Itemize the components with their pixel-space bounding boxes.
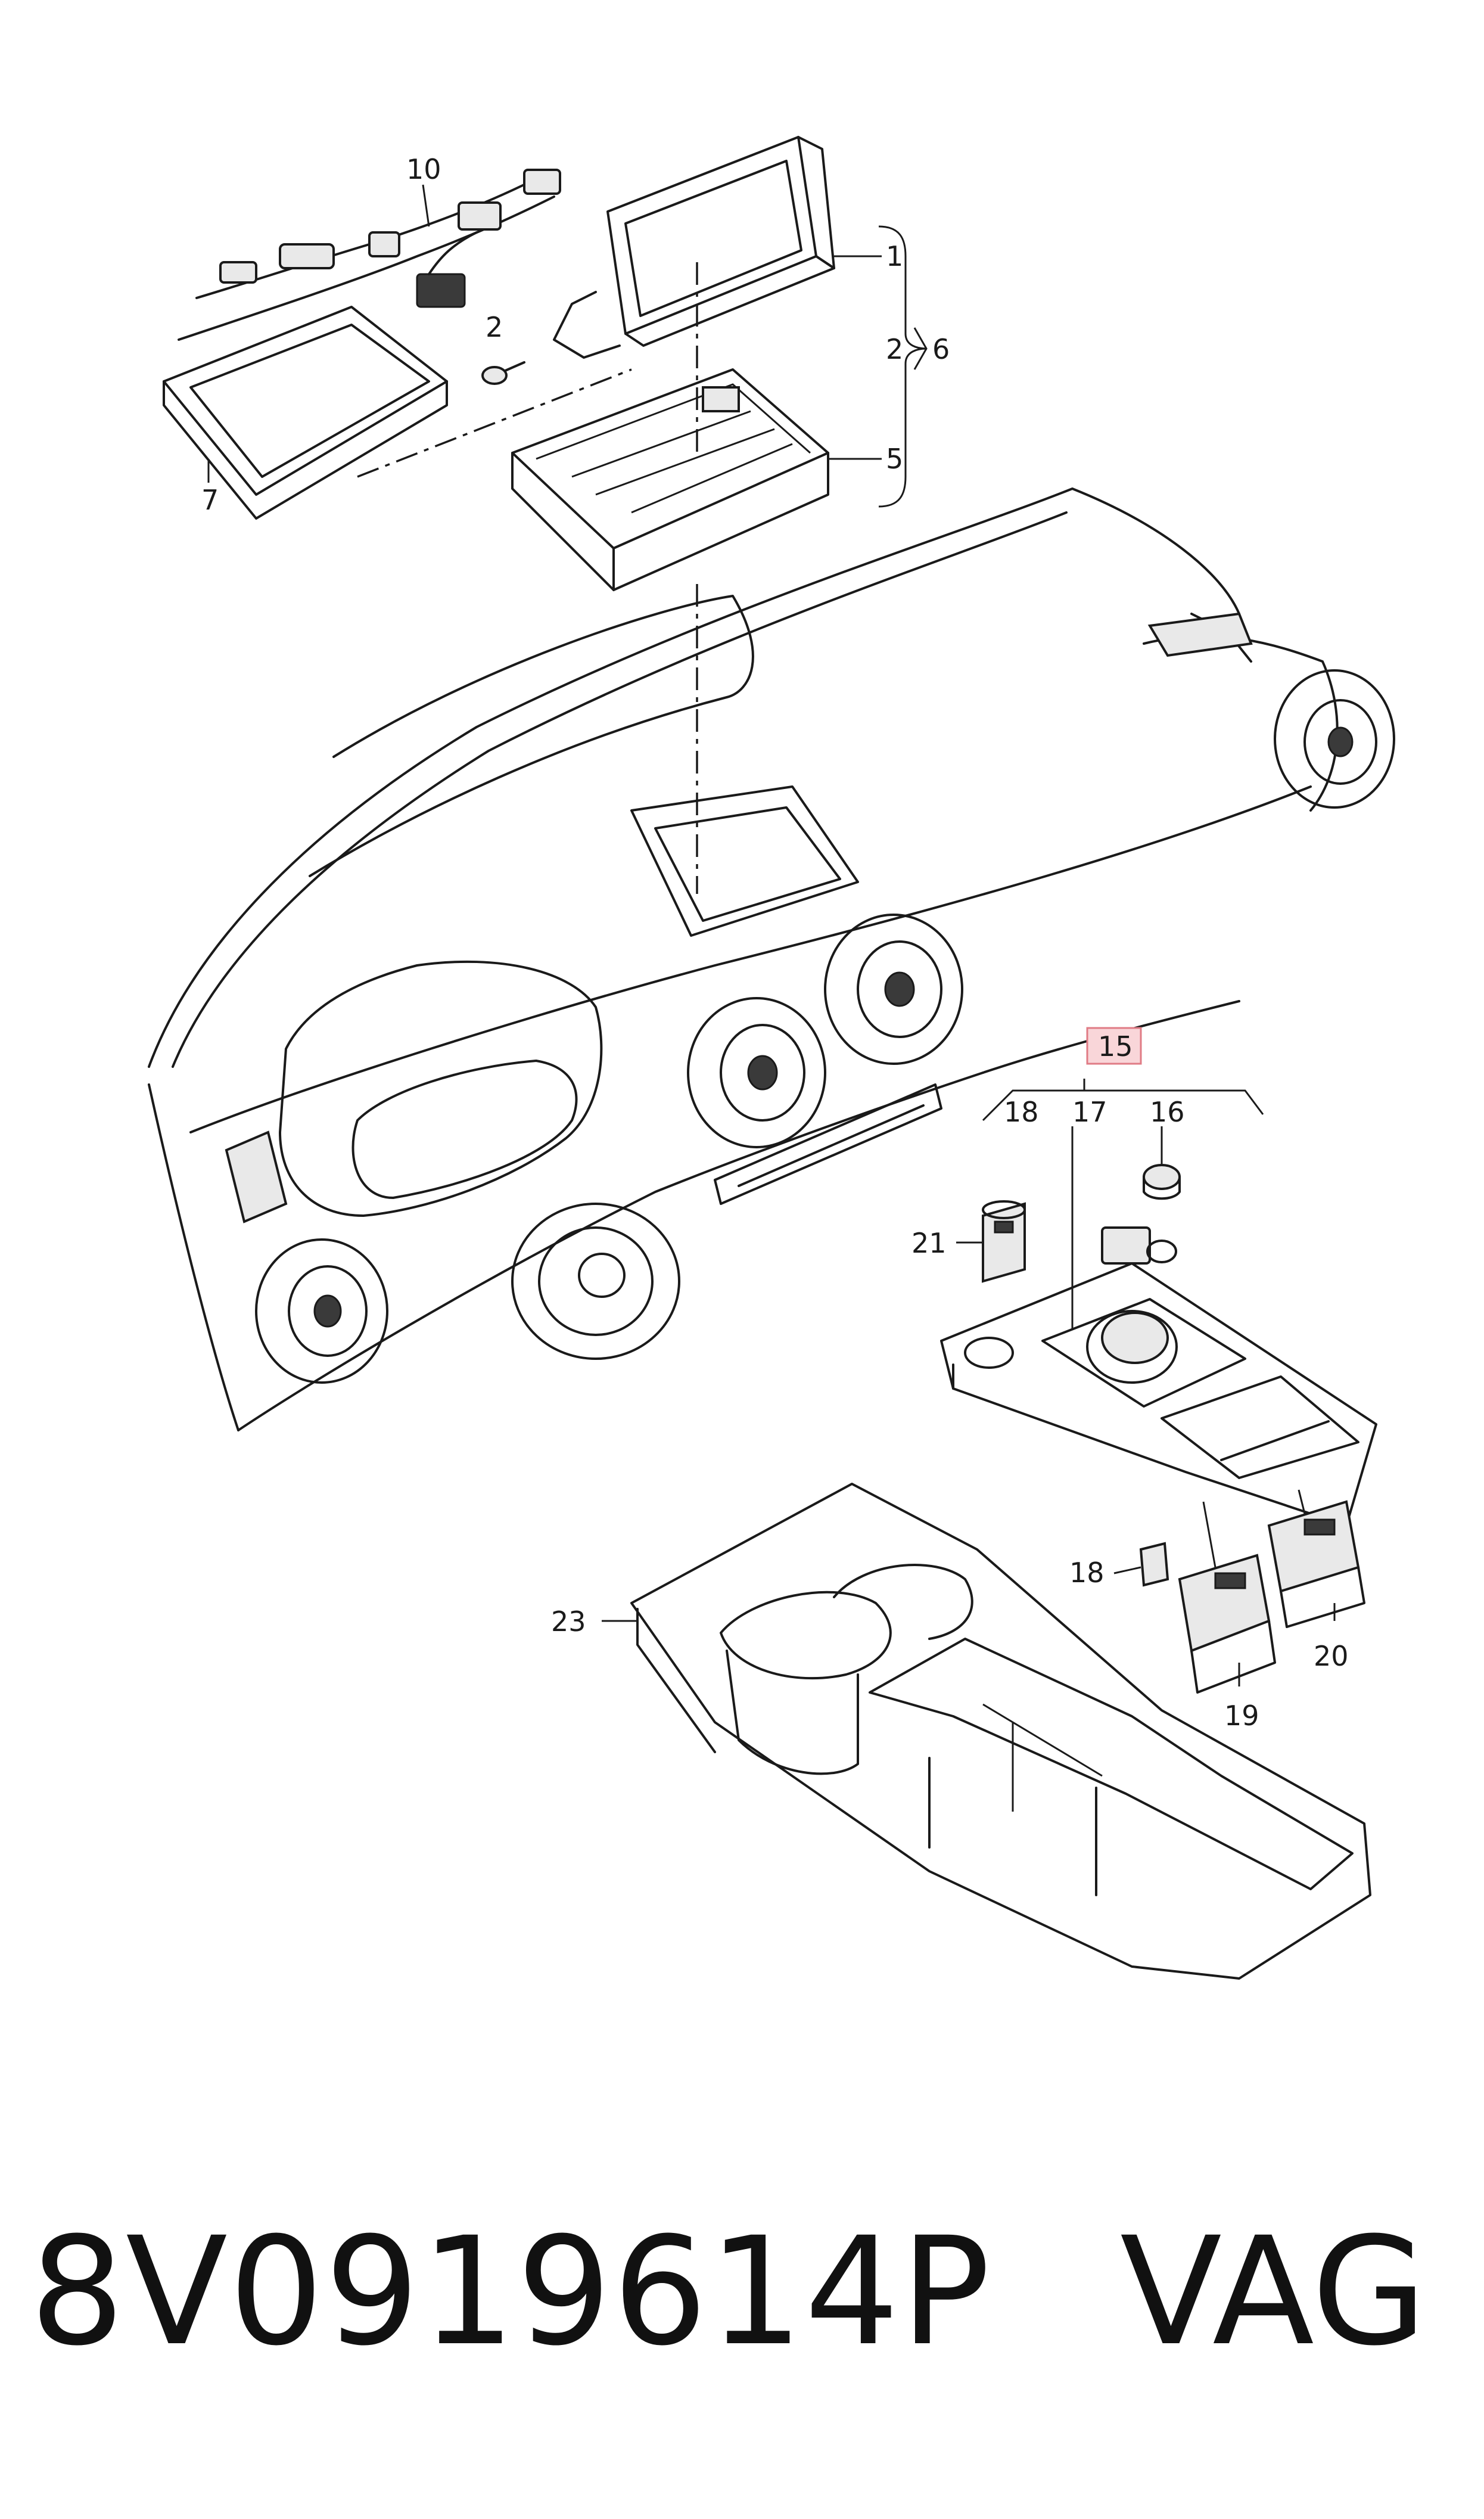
usb-socket-part-21 bbox=[982, 1200, 1026, 1283]
head-unit-part-5 bbox=[511, 368, 829, 591]
callout-15: 15 bbox=[1098, 1030, 1133, 1063]
callout-20: 20 bbox=[1314, 1640, 1349, 1672]
brand-label: VAG bbox=[1120, 2205, 1427, 2378]
switch-part-19 bbox=[1178, 1554, 1276, 1694]
assembly-line-2 bbox=[357, 368, 632, 478]
callout-18-top: 18 bbox=[1004, 1096, 1039, 1128]
exploded-parts-diagram: 1 2 6 5 10 2 7 15 18 17 16 21 18 23 20 1… bbox=[148, 136, 1395, 1980]
callout-17: 17 bbox=[1072, 1096, 1107, 1128]
callout-1: 1 bbox=[886, 240, 903, 272]
screw-part-2 bbox=[481, 361, 525, 385]
trim-frame-part-7 bbox=[163, 306, 448, 520]
callout-10: 10 bbox=[406, 153, 441, 185]
callout-2-screw: 2 bbox=[486, 311, 503, 343]
callout-7: 7 bbox=[201, 484, 219, 516]
display-part-1 bbox=[553, 136, 835, 359]
wiring-harness-part-10 bbox=[178, 169, 561, 341]
assembly-bracket bbox=[828, 225, 928, 508]
callout-labels: 1 2 6 5 10 2 7 15 18 17 16 21 18 23 20 1… bbox=[201, 153, 1349, 1732]
callout-6: 6 bbox=[932, 333, 950, 365]
part-number: 8V0919614P bbox=[30, 2205, 992, 2378]
callout-2-bracket: 2 bbox=[886, 333, 903, 365]
callout-16: 16 bbox=[1150, 1096, 1185, 1128]
callout-23: 23 bbox=[551, 1605, 586, 1638]
callout-19: 19 bbox=[1224, 1700, 1259, 1732]
callout-5: 5 bbox=[886, 443, 903, 475]
dashboard-assembly bbox=[148, 487, 1395, 1431]
callout-21: 21 bbox=[911, 1227, 947, 1259]
switch-part-20 bbox=[1267, 1500, 1365, 1628]
knob-part-16 bbox=[1143, 1164, 1181, 1200]
callout-leaders bbox=[207, 184, 1336, 1686]
clip-part-18 bbox=[1139, 1542, 1169, 1587]
center-console-part-23 bbox=[630, 1483, 1371, 1980]
highlight-box-15 bbox=[1086, 1027, 1142, 1065]
callout-18-clip: 18 bbox=[1069, 1557, 1105, 1589]
